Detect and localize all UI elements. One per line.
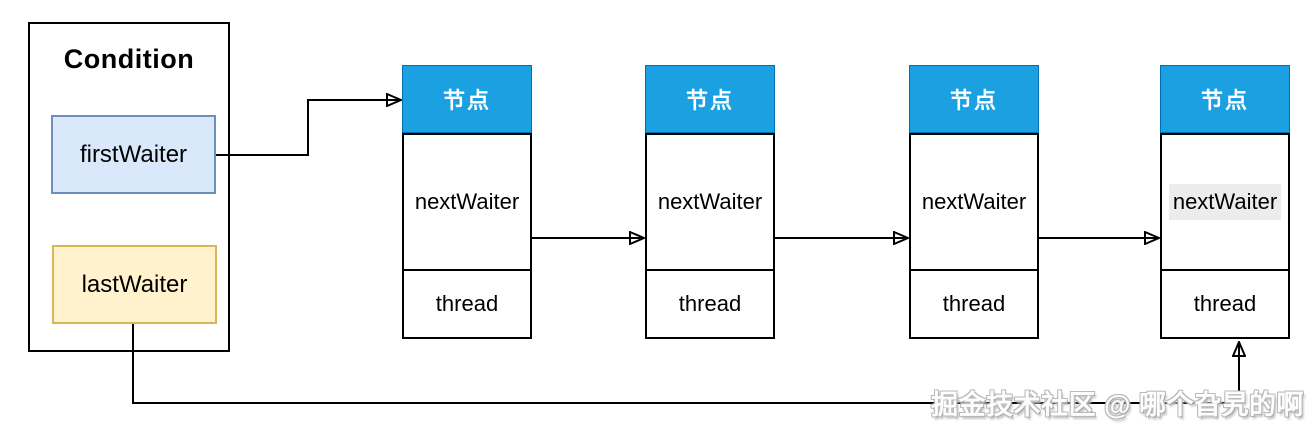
condition-title: Condition [63,44,195,74]
node-4-header: 节点 [1160,65,1290,133]
node-4-next-waiter: nextWaiter [1162,135,1288,271]
node-1-thread-label: thread [435,291,499,316]
node-4-thread: thread [1162,271,1288,337]
node-3-body: nextWaiter thread [909,133,1039,339]
node-2-next-waiter-label: nextWaiter [657,189,763,214]
first-waiter-box: firstWaiter [51,115,216,194]
node-2-next-waiter: nextWaiter [647,135,773,271]
node-1-next-waiter: nextWaiter [404,135,530,271]
node-4-body: nextWaiter thread [1160,133,1290,339]
node-1-next-waiter-label: nextWaiter [414,189,520,214]
node-4-thread-label: thread [1193,291,1257,316]
node-2-thread: thread [647,271,773,337]
node-3-thread-label: thread [942,291,1006,316]
node-3-thread: thread [911,271,1037,337]
first-waiter-label: firstWaiter [79,140,188,168]
node-2-header: 节点 [645,65,775,133]
node-1-header: 节点 [402,65,532,133]
node-2-thread-label: thread [678,291,742,316]
node-1-thread: thread [404,271,530,337]
node-3-next-waiter: nextWaiter [911,135,1037,271]
node-4: 节点 nextWaiter thread [1160,65,1290,339]
node-1-body: nextWaiter thread [402,133,532,339]
node-4-next-waiter-label: nextWaiter [1168,184,1282,220]
node-1: 节点 nextWaiter thread [402,65,532,339]
arrow-firstwaiter-to-node1 [216,100,400,156]
watermark-text: 掘金技术社区 @ 哪个旮旯的啊 [931,390,1304,420]
node-3: 节点 nextWaiter thread [909,65,1039,339]
last-waiter-label: lastWaiter [81,270,188,298]
node-2-body: nextWaiter thread [645,133,775,339]
node-2: 节点 nextWaiter thread [645,65,775,339]
node-3-next-waiter-label: nextWaiter [921,189,1027,214]
last-waiter-box: lastWaiter [52,245,217,324]
node-3-header: 节点 [909,65,1039,133]
